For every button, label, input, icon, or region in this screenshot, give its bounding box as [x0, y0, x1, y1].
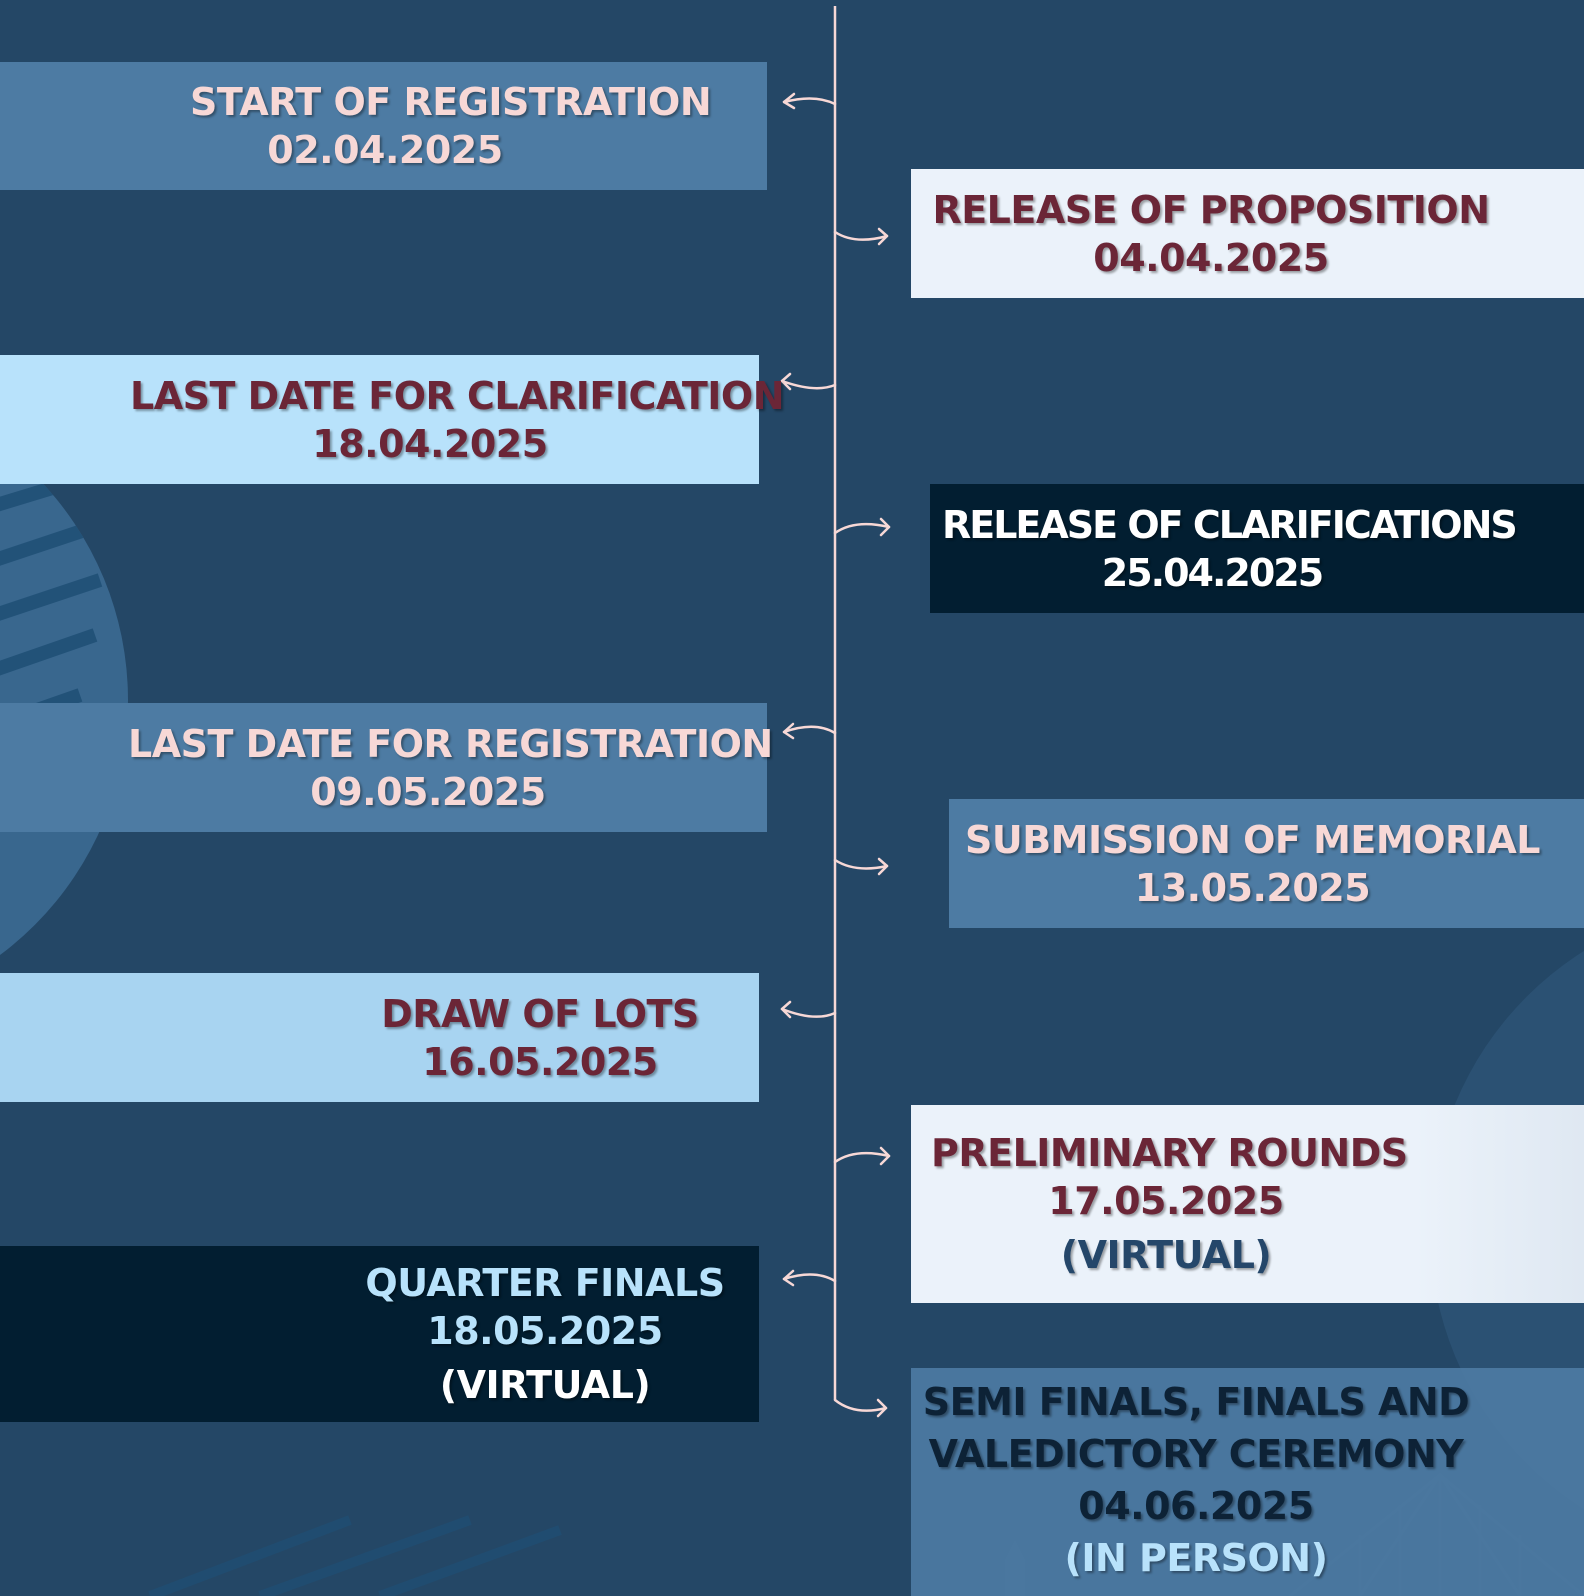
arrow-left-4 — [780, 1000, 837, 1019]
event-date: 09.05.2025 — [310, 769, 546, 814]
event-release-clarifications: RELEASE OF CLARIFICATIONS 25.04.2025 — [930, 484, 1584, 613]
arrow-right-3 — [833, 857, 889, 876]
event-draw-of-lots: DRAW OF LOTS 16.05.2025 — [0, 973, 759, 1102]
event-quarter-finals: QUARTER FINALS 18.05.2025 (VIRTUAL) — [0, 1246, 759, 1422]
event-title: LAST DATE FOR REGISTRATION — [128, 721, 773, 766]
event-semi-finals: SEMI FINALS, FINALS AND VALEDICTORY CERE… — [911, 1368, 1584, 1596]
event-date: 25.04.2025 — [1101, 550, 1324, 595]
arrow-right-5 — [833, 1398, 888, 1418]
event-title: RELEASE OF CLARIFICATIONS — [942, 502, 1518, 547]
event-date: 02.04.2025 — [267, 128, 503, 172]
event-start-registration: START OF REGISTRATION 02.04.2025 — [0, 62, 767, 190]
event-last-date-clarification: LAST DATE FOR CLARIFICATION 18.04.2025 — [0, 355, 785, 484]
event-note: (VIRTUAL) — [439, 1363, 651, 1407]
event-date: 16.05.2025 — [422, 1039, 658, 1084]
event-date: 18.04.2025 — [312, 421, 548, 466]
event-title: DRAW OF LOTS — [381, 991, 699, 1036]
arrow-left-1 — [782, 92, 837, 110]
arrow-right-1 — [833, 227, 889, 246]
event-title: START OF REGISTRATION — [190, 80, 712, 124]
event-title: PRELIMINARY ROUNDS — [931, 1131, 1408, 1175]
event-date: 18.05.2025 — [427, 1309, 663, 1353]
event-preliminary-rounds: PRELIMINARY ROUNDS 17.05.2025 (VIRTUAL) — [911, 1105, 1584, 1303]
event-title: RELEASE OF PROPOSITION — [932, 187, 1490, 232]
event-title: SUBMISSION OF MEMORIAL — [964, 817, 1541, 862]
event-release-proposition: RELEASE OF PROPOSITION 04.04.2025 — [911, 169, 1584, 298]
arrow-left-5 — [782, 1269, 837, 1287]
event-title: QUARTER FINALS — [365, 1261, 725, 1305]
arrow-right-4 — [833, 1146, 891, 1166]
event-title: SEMI FINALS, FINALS AND — [922, 1380, 1470, 1424]
event-date: 04.04.2025 — [1093, 235, 1329, 280]
event-note: (IN PERSON) — [1064, 1536, 1328, 1580]
event-title: LAST DATE FOR CLARIFICATION — [130, 373, 785, 418]
event-date: 13.05.2025 — [1134, 865, 1371, 910]
arrow-left-2 — [780, 372, 837, 391]
arrow-right-2 — [833, 517, 891, 537]
event-date: 04.06.2025 — [1078, 1484, 1314, 1528]
event-title-line2: VALEDICTORY CEREMONY — [928, 1432, 1464, 1476]
arrow-left-3 — [782, 722, 837, 740]
event-date: 17.05.2025 — [1048, 1179, 1284, 1223]
event-submission-memorial: SUBMISSION OF MEMORIAL 13.05.2025 — [949, 799, 1584, 928]
event-last-date-registration: LAST DATE FOR REGISTRATION 09.05.2025 — [0, 703, 773, 832]
event-note: (VIRTUAL) — [1060, 1233, 1272, 1277]
